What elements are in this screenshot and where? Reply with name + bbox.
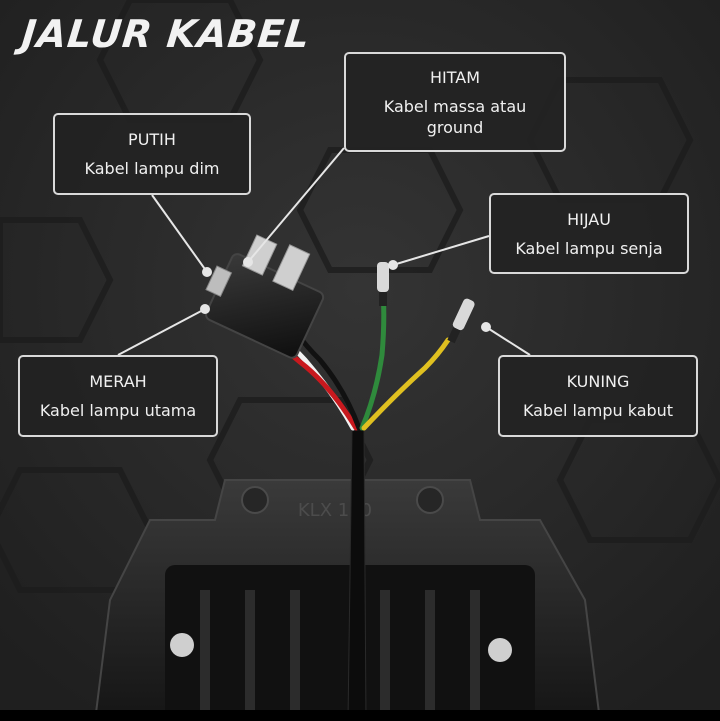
callout-hitam-desc: Kabel massa atau ground [383, 96, 527, 137]
leader-putih [151, 194, 208, 273]
leader-merah [117, 308, 206, 356]
callout-kuning-name: KUNING [566, 372, 630, 391]
mount-stud-right [488, 638, 512, 662]
callout-hijau-name: HIJAU [567, 209, 611, 229]
callout-merah: MERAH Kabel lampu utama [18, 355, 218, 437]
callout-kuning: KUNING Kabel lampu kabut [498, 355, 698, 437]
callout-putih-desc: Kabel lampu dim [84, 159, 220, 178]
yellow-wire-terminal [447, 298, 475, 344]
callout-merah-desc: Kabel lampu utama [39, 401, 197, 420]
callout-hitam-name: HITAM [429, 67, 481, 87]
callout-putih-name: PUTIH [128, 130, 176, 149]
mount-stud-left [170, 633, 194, 657]
callout-putih: PUTIH Kabel lampu dim [53, 113, 251, 195]
callout-merah-name: MERAH [89, 372, 147, 391]
callout-hitam: HITAM Kabel massa atau ground [344, 52, 566, 152]
leader-kuning [485, 326, 531, 356]
wire-green [359, 287, 387, 431]
diagram-title: JALUR KABEL [19, 12, 313, 56]
green-wire-terminal [377, 262, 389, 306]
wire-yellow [361, 337, 451, 431]
leader-hijau [392, 235, 490, 266]
bottom-bar [0, 710, 720, 721]
h4-connector [205, 234, 325, 359]
housing-bolt-right [416, 486, 444, 514]
housing-bolt-left [241, 486, 269, 514]
leader-hitam [247, 147, 345, 263]
callout-hijau-desc: Kabel lampu senja [515, 238, 663, 258]
leader-lines [117, 147, 531, 356]
callout-hijau: HIJAU Kabel lampu senja [489, 193, 689, 274]
callout-kuning-desc: Kabel lampu kabut [522, 401, 674, 420]
housing-vents [200, 590, 480, 720]
